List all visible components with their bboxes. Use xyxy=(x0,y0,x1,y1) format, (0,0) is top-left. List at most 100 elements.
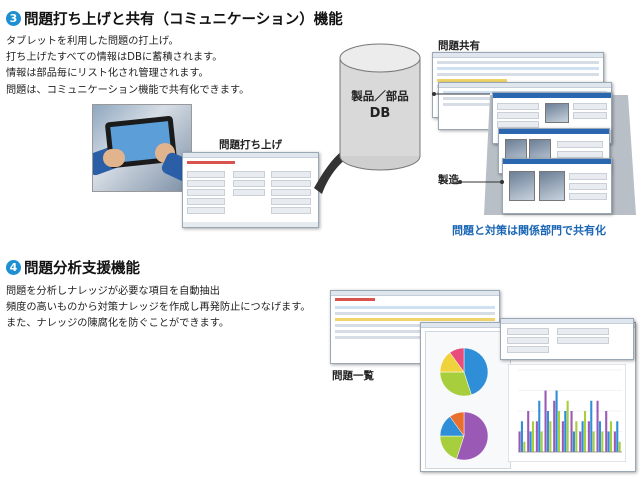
pie1-slice-1 xyxy=(463,347,489,396)
db-label-line2: DB xyxy=(369,106,391,121)
section3-line-4: 問題は、コミュニケーション機能で共有化できます。 xyxy=(6,84,250,96)
bar-12-series-1 xyxy=(613,431,616,452)
bar-chart xyxy=(508,364,626,462)
section3-line-1: タブレットを利用した問題の打上げ。 xyxy=(6,36,179,47)
detail-field xyxy=(573,112,607,119)
bar-12-series-2 xyxy=(616,421,619,452)
analysis-detail-field xyxy=(507,337,549,344)
section3-line-2: 打ち上げたすべての情報はDBに蓄積されます。 xyxy=(6,52,223,64)
section3-description: タブレットを利用した問題の打上げ。 打ち上げたすべての情報はDBに蓄積されます。… xyxy=(6,34,249,99)
label-mondai-kyoyu: 問題共有 xyxy=(438,40,480,52)
share-mid-titlebar xyxy=(439,83,611,88)
bar-8-series-1 xyxy=(579,431,582,452)
list-header-row xyxy=(335,306,495,309)
bar-10-series-2 xyxy=(598,421,601,452)
form-field xyxy=(187,180,225,187)
db-diagram xyxy=(314,43,421,194)
bar-8-series-2 xyxy=(581,421,584,452)
bar-2-series-1 xyxy=(527,411,530,452)
form-field xyxy=(187,171,225,178)
bar-1-series-2 xyxy=(520,421,523,452)
mfg-field xyxy=(569,183,607,190)
list-titlebar xyxy=(331,291,499,296)
bar-9-series-2 xyxy=(590,400,593,452)
pie-chart-1 xyxy=(439,347,489,397)
share-back-row xyxy=(437,73,599,76)
bar-11-series-1 xyxy=(605,411,608,452)
form-footer xyxy=(183,222,318,227)
bar-4-series-1 xyxy=(544,390,547,452)
bar-4-series-3 xyxy=(549,421,552,452)
form-titlebar xyxy=(183,153,318,158)
list-row xyxy=(335,330,495,333)
section4-heading: 4 問題分析支援機能 xyxy=(6,257,140,278)
tablet-photo xyxy=(92,104,192,192)
bar-12-series-3 xyxy=(618,441,621,452)
bar-2-series-3 xyxy=(531,421,535,452)
bar-10-series-3 xyxy=(601,431,604,452)
form-field xyxy=(271,189,311,196)
section4-line-1: 問題を分析しナレッジが必要な項目を自動抽出 xyxy=(6,286,220,297)
bar-3-series-1 xyxy=(535,421,538,452)
form-field xyxy=(271,207,311,214)
share-back-row xyxy=(437,67,599,70)
bar-6-series-1 xyxy=(561,421,564,452)
bar-3-series-3 xyxy=(540,431,543,452)
label-seizo: 製造 xyxy=(438,174,459,186)
mfg-header-bar xyxy=(503,159,611,164)
bar-1-series-1 xyxy=(518,431,521,452)
detail-photo-thumb xyxy=(545,103,569,123)
bar-5-series-3 xyxy=(557,411,561,452)
bar-2-series-2 xyxy=(529,431,532,452)
mfg-photo-thumb xyxy=(539,171,565,201)
section3-line-3: 情報は部品毎にリスト化され管理されます。 xyxy=(6,68,209,80)
form-field xyxy=(271,171,311,178)
detail2-header-bar xyxy=(499,129,609,134)
bar-4-series-2 xyxy=(546,411,549,452)
db-cylinder-icon xyxy=(339,43,421,171)
list-row xyxy=(335,324,495,327)
section3-title: 問題打ち上げと共有（コミュニケーション）機能 xyxy=(24,12,343,28)
section4-number-badge: 4 xyxy=(6,260,21,275)
bar-5-series-1 xyxy=(553,400,556,452)
bar-8-series-3 xyxy=(583,411,587,452)
bar-11-series-2 xyxy=(607,431,610,452)
bar-7-series-2 xyxy=(572,431,575,452)
list-row xyxy=(335,312,495,315)
mfg-field xyxy=(569,193,607,200)
worker-hand-left xyxy=(103,149,125,167)
label-mondai-ichiran: 問題一覧 xyxy=(332,370,374,382)
detail-field xyxy=(497,121,539,128)
bar-7-series-3 xyxy=(575,421,578,452)
form-field xyxy=(233,189,265,196)
pie2-slice-1 xyxy=(456,411,489,461)
form-field xyxy=(271,180,311,187)
analysis-detail-titlebar xyxy=(501,319,633,324)
bar-6-series-2 xyxy=(564,411,567,452)
bar-3-series-2 xyxy=(538,400,541,452)
pie1-slice-4 xyxy=(449,347,465,373)
share-back-row xyxy=(437,61,599,64)
section4-description: 問題を分析しナレッジが必要な項目を自動抽出 頻度の高いものから対策ナレッジを作成… xyxy=(6,284,311,333)
detail-field xyxy=(497,112,539,119)
share-caption: 問題と対策は関係部門で共有化 xyxy=(452,224,606,237)
db-label-line1: 製品／部品 xyxy=(351,89,409,103)
detail2-field xyxy=(557,141,603,148)
section4-line-2: 頻度の高いものから対策ナレッジを作成し再発防止につなげます。 xyxy=(6,302,311,314)
pie1-slice-2 xyxy=(439,371,472,397)
section3-number-badge: 3 xyxy=(6,11,21,26)
form-field xyxy=(233,180,265,187)
form-field xyxy=(271,198,311,205)
bar-7-series-1 xyxy=(570,411,573,452)
share-back-row xyxy=(437,79,507,82)
analysis-detail-field xyxy=(507,328,549,335)
pie2-slice-4 xyxy=(449,411,465,437)
form-field xyxy=(233,171,265,178)
detail-field xyxy=(573,103,607,110)
mfg-field xyxy=(569,173,607,180)
manufacturing-screen xyxy=(502,158,612,214)
detail-header-bar xyxy=(493,93,611,98)
analysis-detail-window xyxy=(500,318,634,360)
bar-9-series-3 xyxy=(592,431,595,452)
analysis-detail-field xyxy=(557,337,609,344)
